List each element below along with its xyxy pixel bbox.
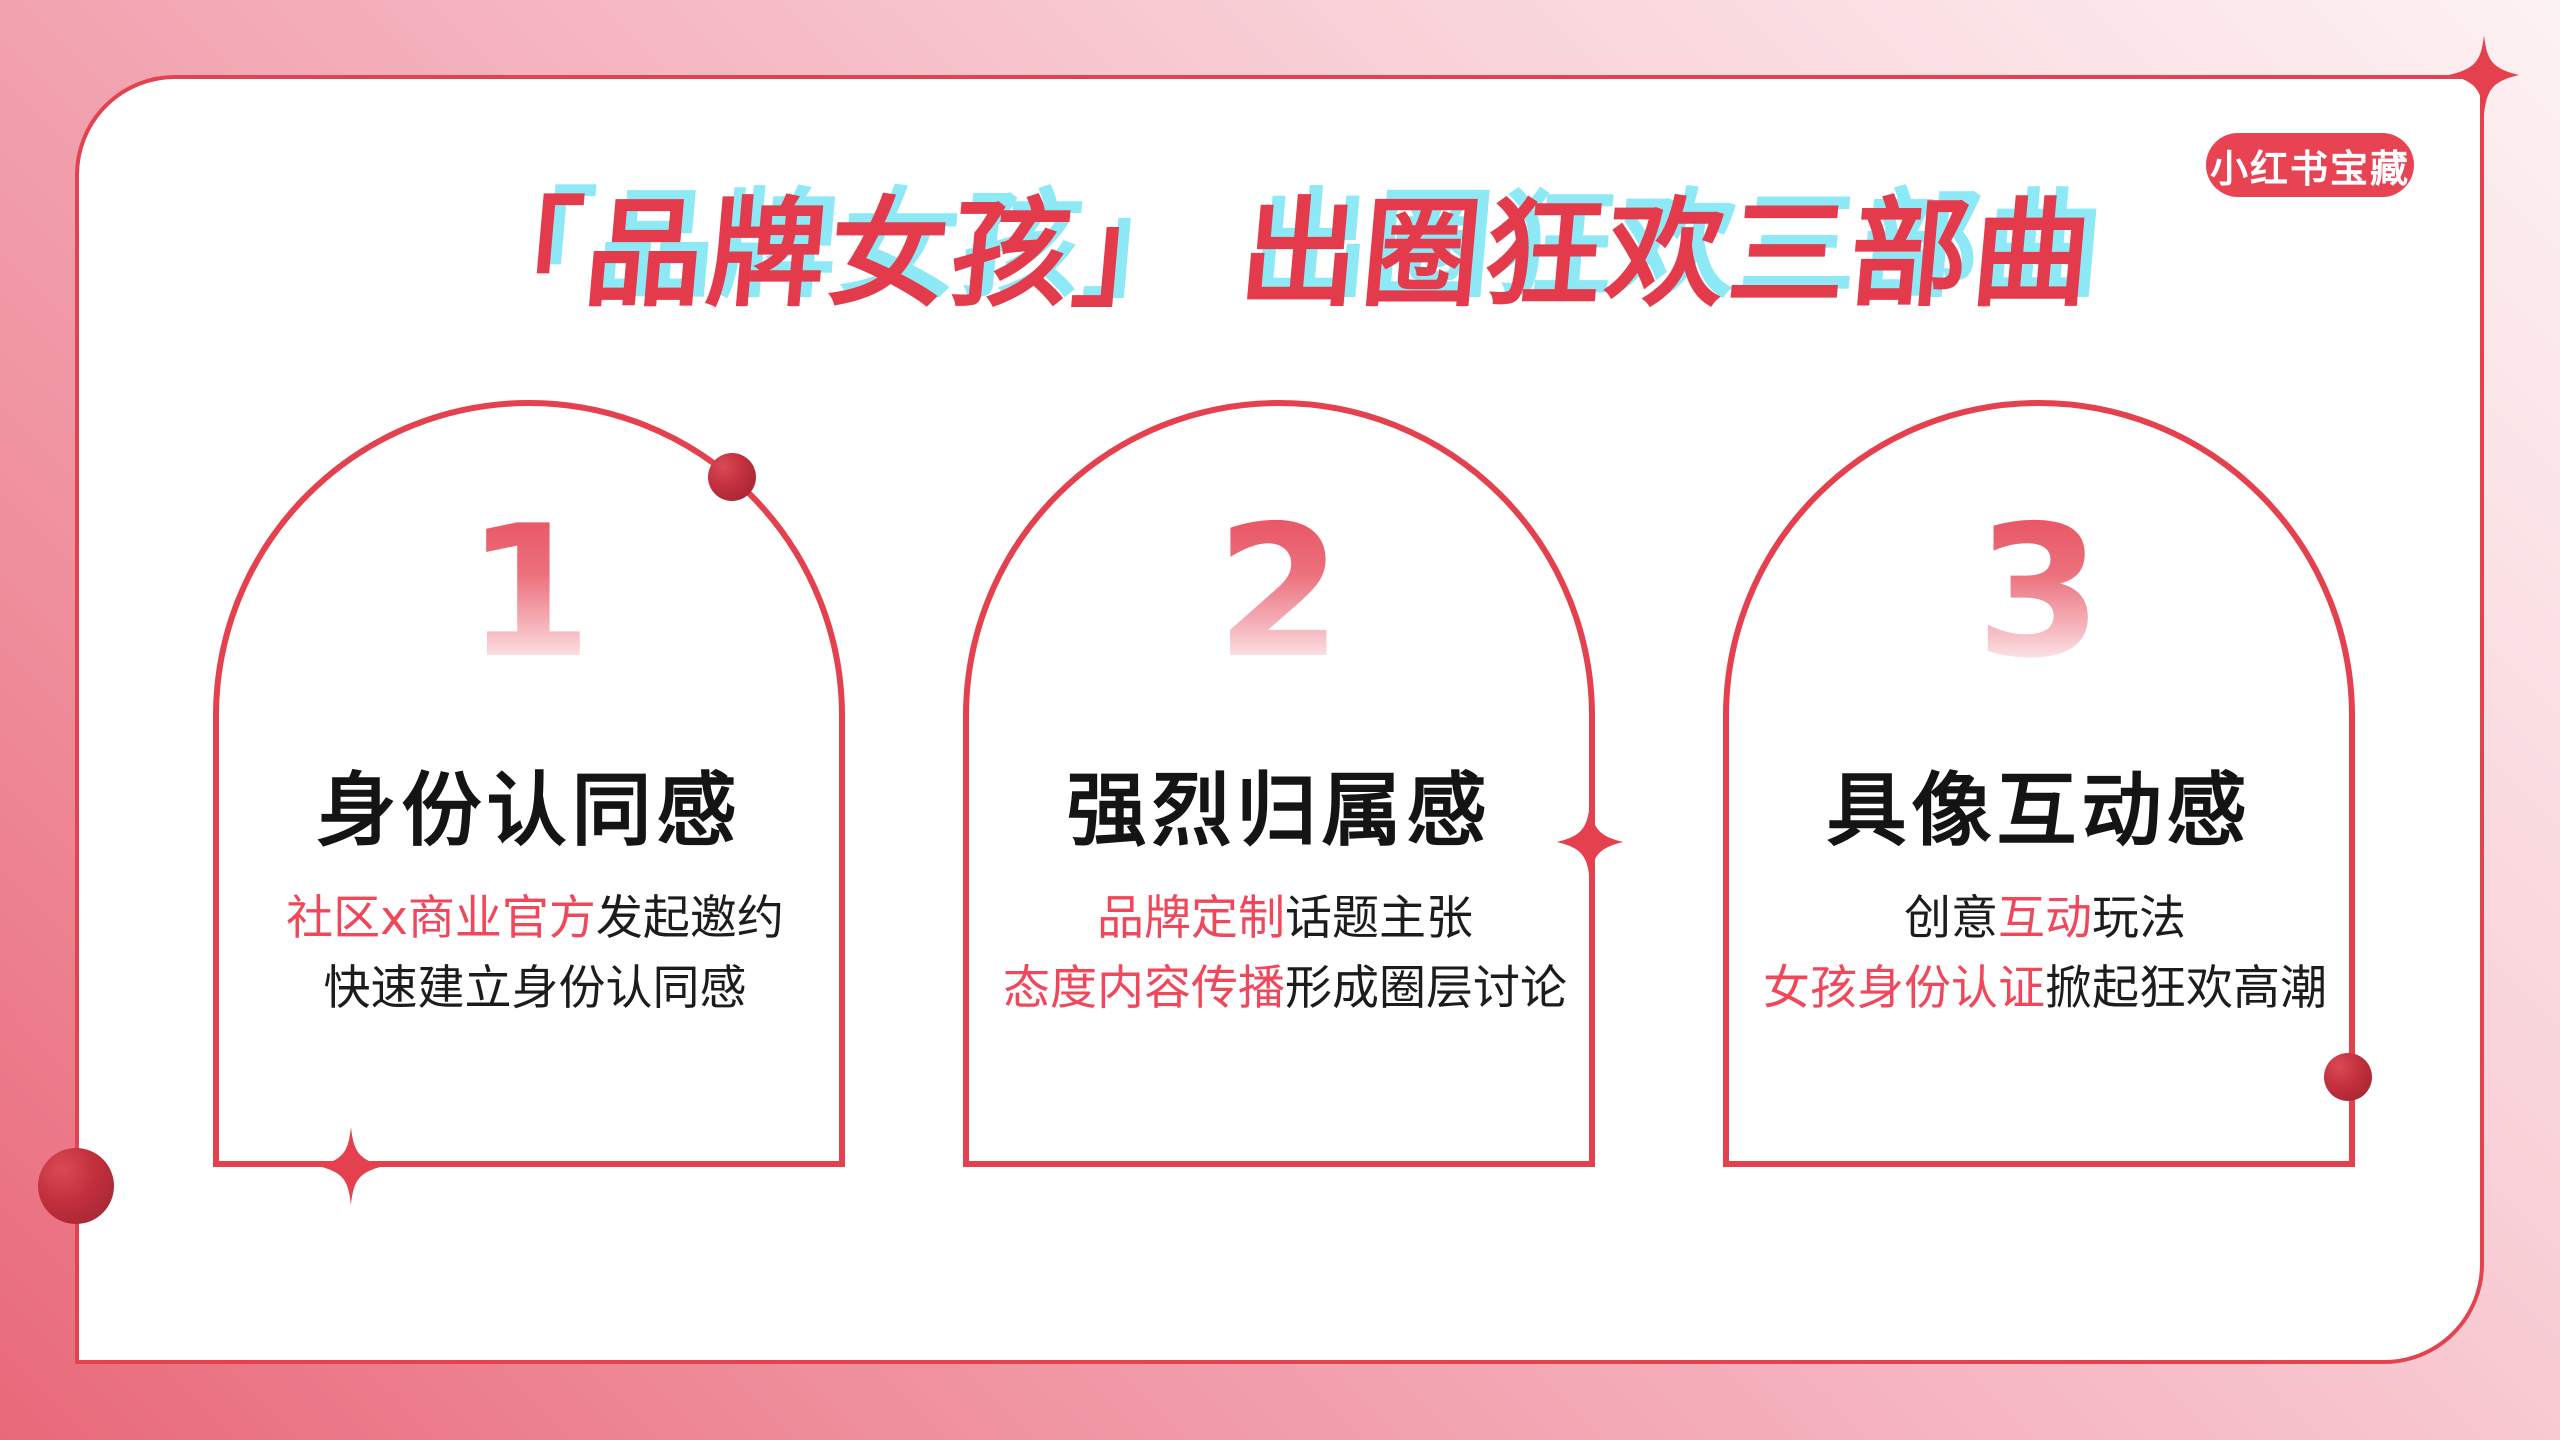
step-card-2: 2 强烈归属感 品牌定制话题主张 态度内容传播形成圈层讨论	[963, 400, 1595, 1167]
description-text: 玩法	[2092, 891, 2186, 946]
description-text: 形成圈层讨论	[1285, 960, 1567, 1016]
description-highlight: 态度内容传播	[1003, 960, 1285, 1016]
description-text: 发起邀约	[595, 891, 784, 946]
brand-badge-label: 小红书宝藏	[2209, 146, 2410, 191]
description-text: 话题主张	[1285, 891, 1473, 946]
step-description-2: 品牌定制话题主张 态度内容传播形成圈层讨论	[909, 884, 1661, 1023]
description-highlight: 品牌定制	[1097, 891, 1285, 946]
step-heading-1: 身份认同感	[316, 764, 742, 857]
step-heading-2: 强烈归属感	[1066, 764, 1492, 857]
description-highlight: 社区x商业官方	[286, 891, 596, 946]
description-text: 快速建立身份认同感	[323, 960, 747, 1016]
page-title: 「品牌女孩」 出圈狂欢三部曲	[457, 185, 2101, 323]
step-description-3: 创意互动玩法 女孩身份认证掀起狂欢高潮	[1669, 884, 2421, 1023]
red-dot-icon	[2324, 1053, 2372, 1101]
description-text: 创意	[1904, 891, 1998, 946]
step-number-3: 3	[1729, 501, 2349, 683]
sparkle-star-icon	[318, 1127, 384, 1205]
sparkle-star-icon	[1557, 803, 1623, 881]
description-text: 掀起狂欢高潮	[2045, 960, 2327, 1016]
sparkle-star-icon	[2449, 35, 2519, 115]
step-description-1: 社区x商业官方发起邀约 快速建立身份认同感	[159, 884, 911, 1023]
step-number-2: 2	[969, 501, 1589, 683]
description-highlight: 女孩身份认证	[1763, 960, 2045, 1016]
red-dot-icon	[38, 1148, 114, 1224]
description-highlight: 互动	[1998, 891, 2092, 946]
step-number-1: 1	[219, 501, 839, 683]
red-dot-icon	[708, 453, 756, 501]
step-card-3: 3 具像互动感 创意互动玩法 女孩身份认证掀起狂欢高潮	[1723, 400, 2355, 1167]
step-card-1: 1 身份认同感 社区x商业官方发起邀约 快速建立身份认同感	[213, 400, 845, 1167]
step-heading-3: 具像互动感	[1826, 764, 2252, 857]
brand-badge: 小红书宝藏	[2206, 133, 2414, 197]
